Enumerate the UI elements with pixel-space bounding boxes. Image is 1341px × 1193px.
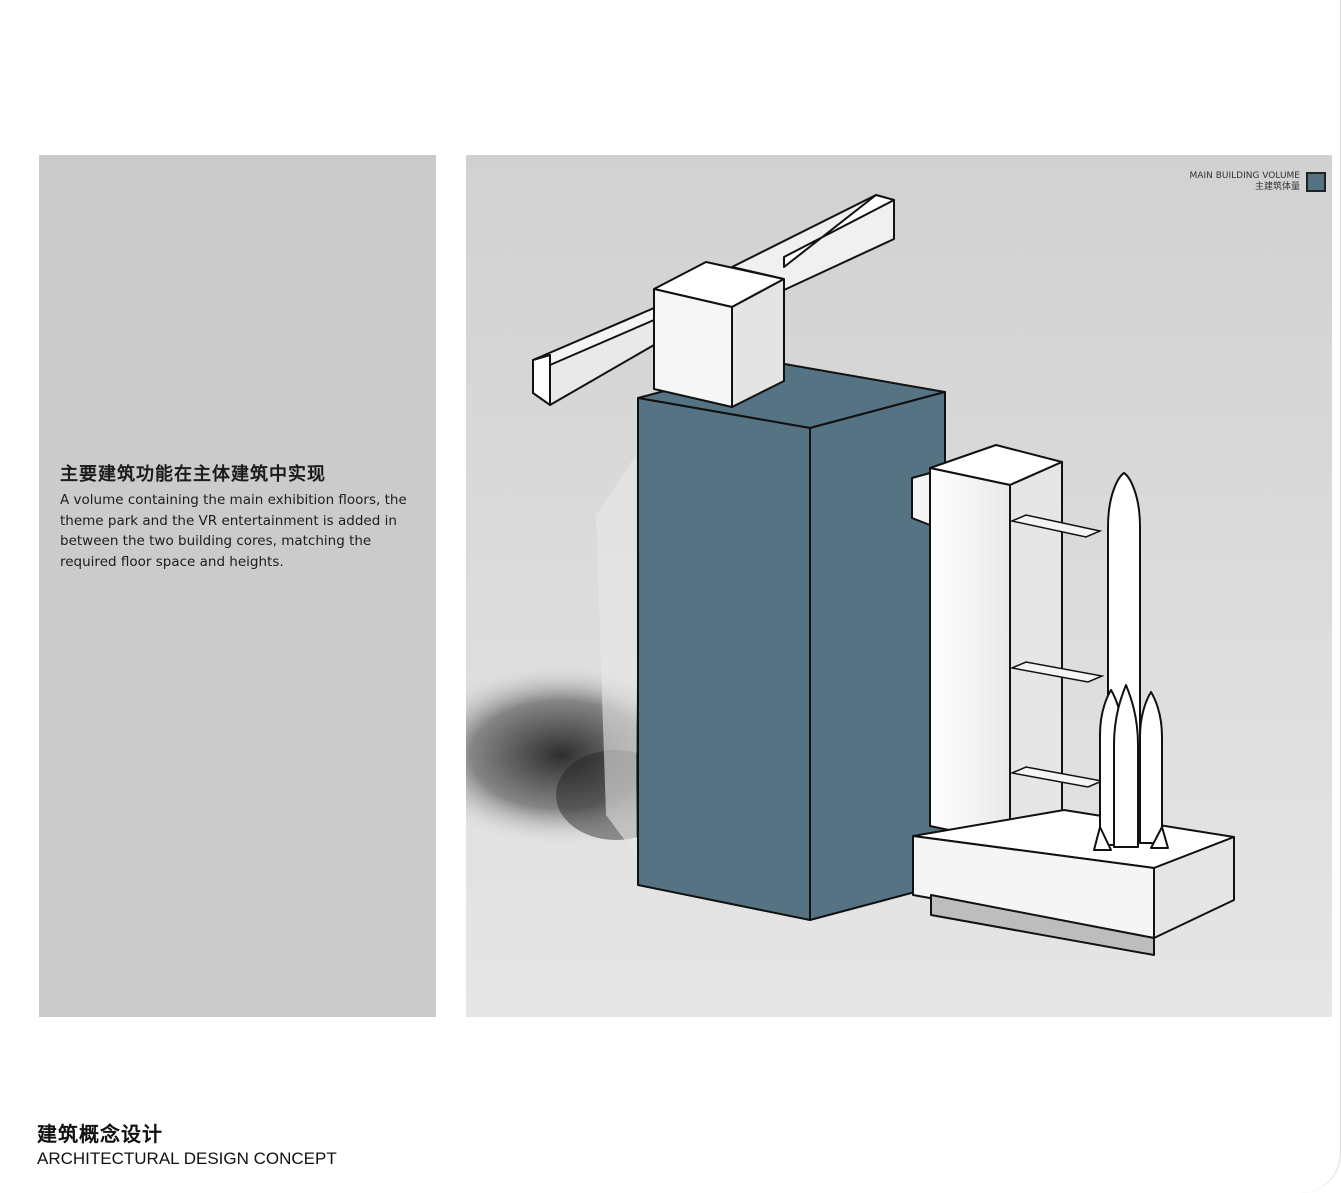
axonometric-diagram: MAIN BUILDING VOLUME 主建筑体量	[466, 155, 1332, 1017]
top-core-volume	[653, 261, 785, 408]
building-massing-drawing	[466, 155, 1332, 1017]
concept-heading: 主要建筑功能在主体建筑中实现	[60, 464, 326, 485]
legend-label-cn: 主建筑体量	[1254, 182, 1300, 192]
legend-label-en: MAIN BUILDING VOLUME	[1189, 171, 1300, 181]
concept-text: A volume containing the main exhibition …	[60, 492, 407, 570]
legend: MAIN BUILDING VOLUME 主建筑体量	[1190, 171, 1326, 193]
footer-title-en: ARCHITECTURAL DESIGN CONCEPT	[37, 1149, 337, 1168]
secondary-core-volume	[911, 444, 1063, 844]
legend-swatch	[1306, 172, 1326, 192]
footer-title-cn: 建筑概念设计	[37, 1122, 163, 1146]
concept-description: 主要建筑功能在主体建筑中实现 A volume containing the m…	[60, 460, 420, 572]
legend-label: MAIN BUILDING VOLUME 主建筑体量	[1190, 171, 1300, 193]
horizontal-beam	[532, 194, 895, 406]
rocket-model	[1093, 472, 1169, 851]
text-panel: 主要建筑功能在主体建筑中实现 A volume containing the m…	[39, 155, 436, 1017]
page-footer: 建筑概念设计 ARCHITECTURAL DESIGN CONCEPT	[37, 1120, 337, 1170]
main-building-volume	[637, 361, 946, 921]
